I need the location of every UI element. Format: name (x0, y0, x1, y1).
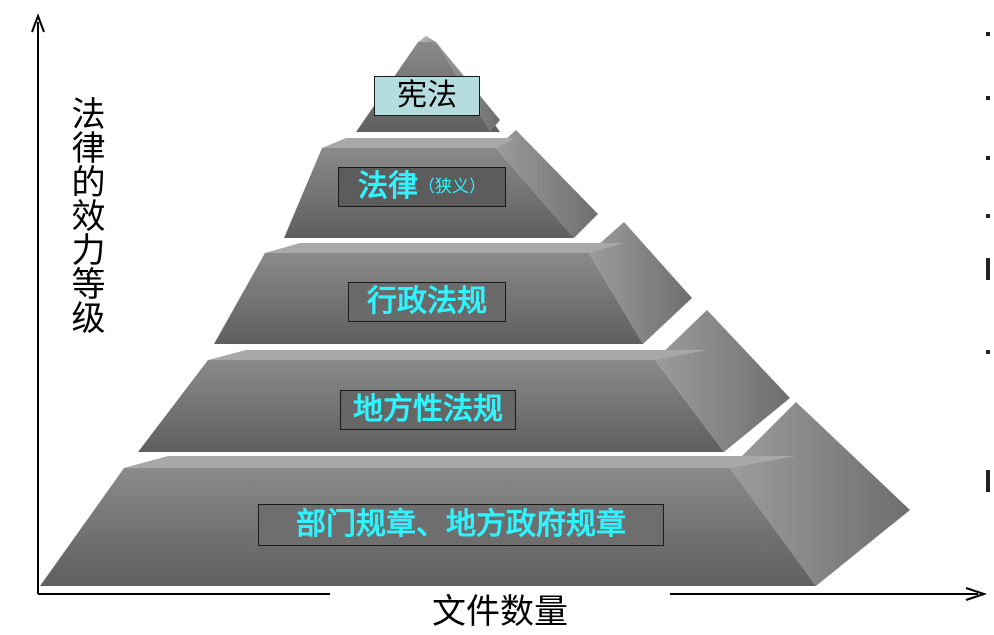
edge-mark (986, 32, 990, 36)
x-axis-label: 文件数量 (330, 590, 670, 634)
tier-label-local-regulations: 地方性法规 (340, 390, 516, 430)
tier-label-law-note: （狭义） (418, 177, 486, 197)
tier-label-constitution: 宪法 (374, 76, 480, 116)
y-axis-label: 法律的效力等级 (65, 96, 105, 334)
edge-mark (986, 156, 990, 160)
x-axis-arrow (965, 587, 988, 601)
edge-mark (986, 350, 990, 354)
tier-label-law: 法律（狭义） (338, 167, 506, 207)
edge-mark (986, 96, 990, 100)
tier-label-rules: 部门规章、地方政府规章 (258, 504, 664, 546)
edge-mark (986, 470, 990, 492)
edge-mark (986, 258, 990, 280)
tier-label-admin-regulations: 行政法规 (348, 282, 506, 322)
tier-label-law-text: 法律 (358, 169, 418, 204)
edge-mark (986, 214, 990, 218)
y-axis-arrow (31, 13, 45, 33)
